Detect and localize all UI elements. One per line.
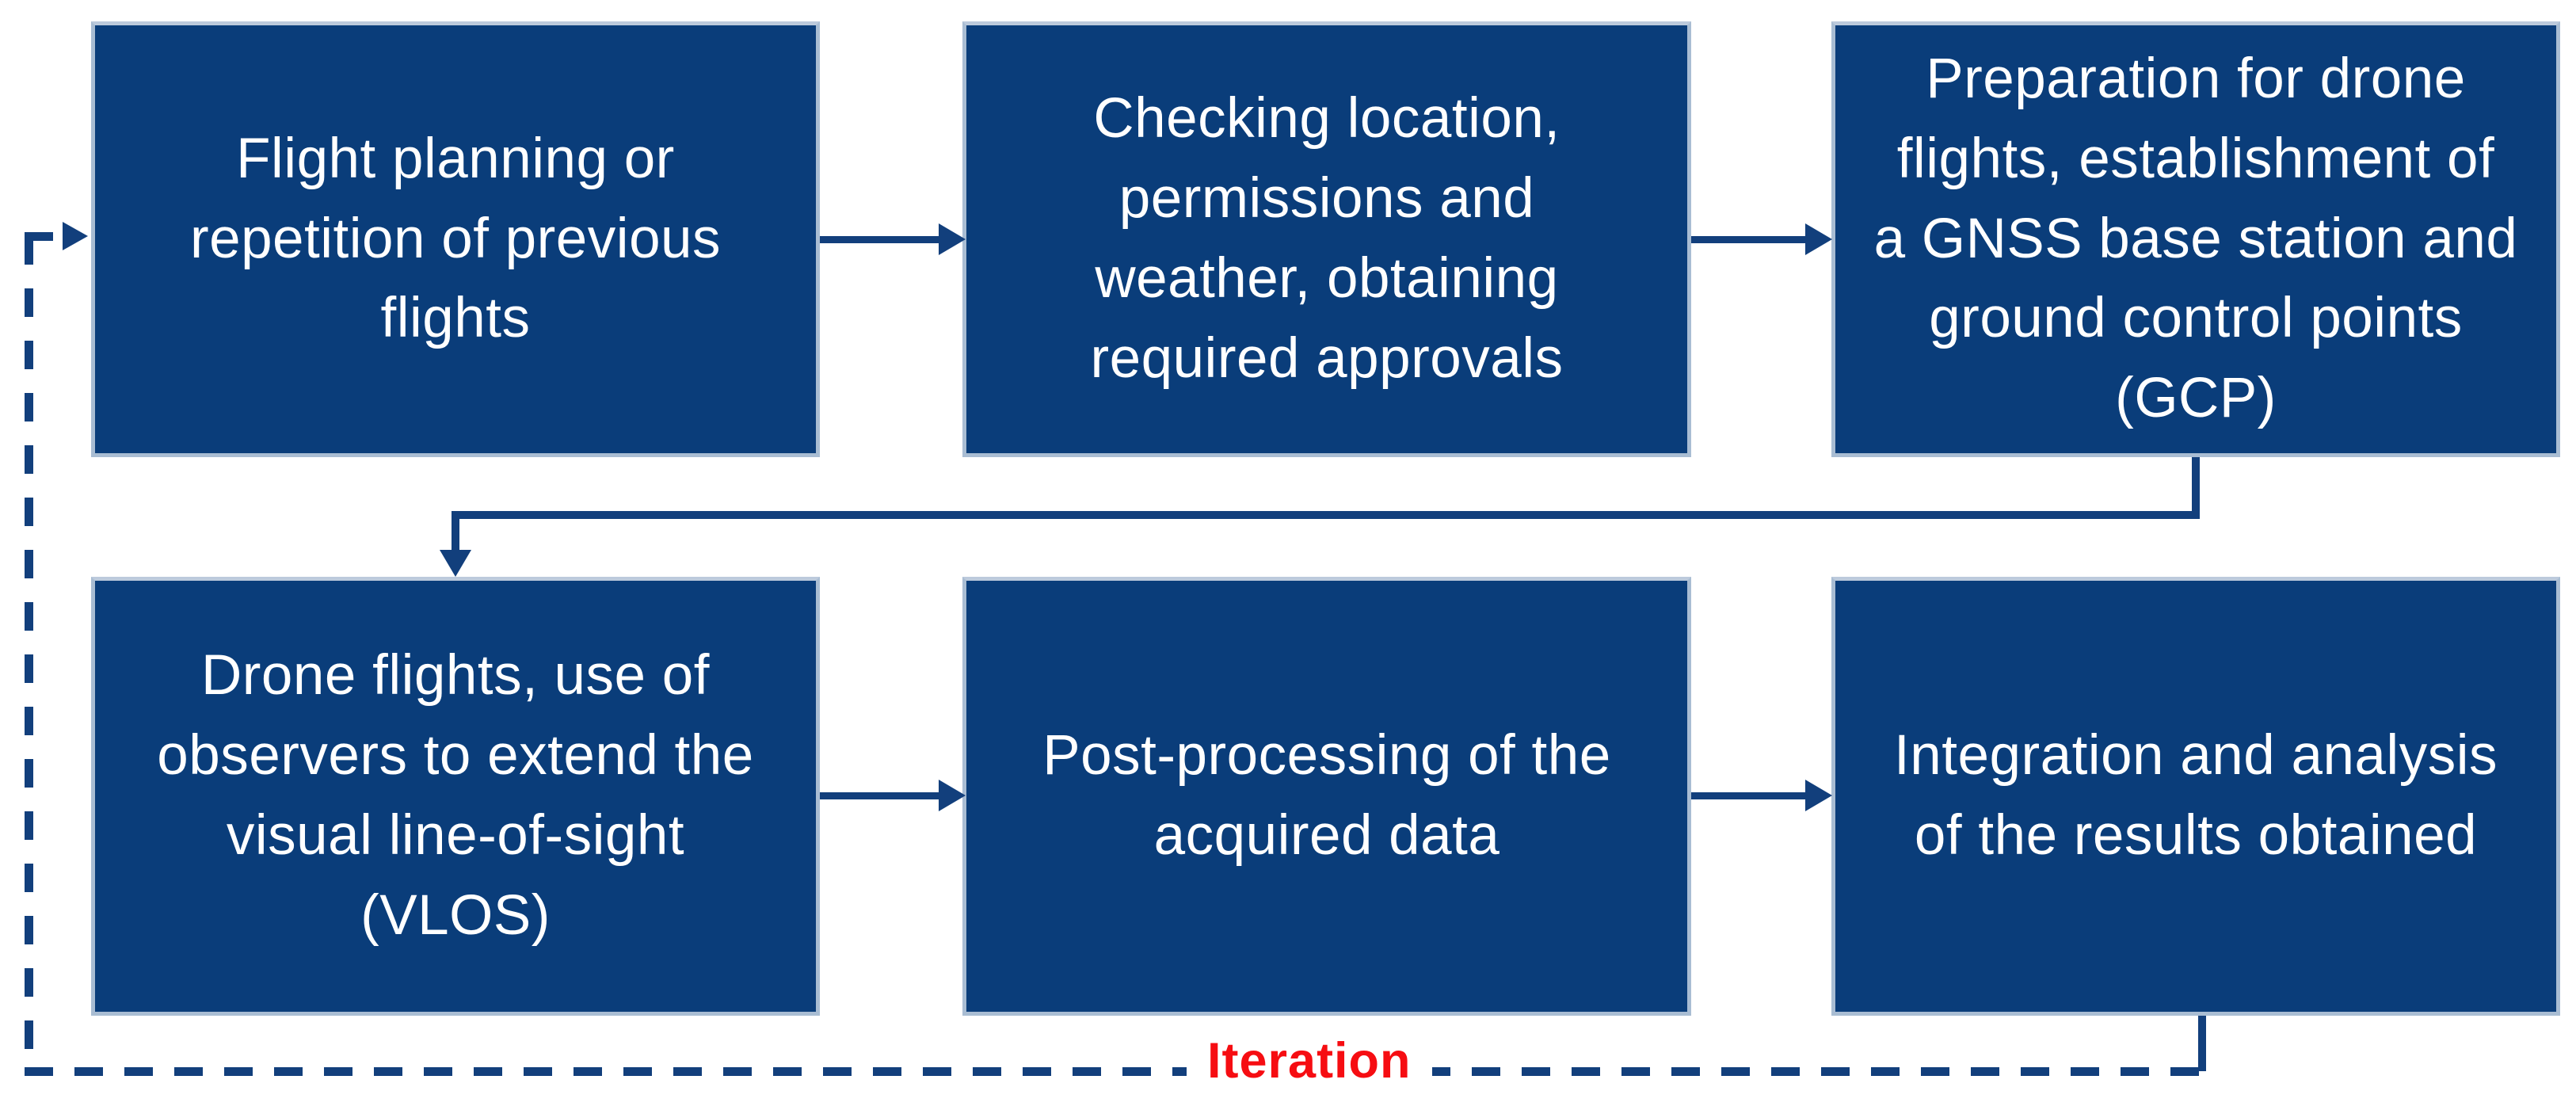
process-box-post-processing: Post-processing of the acquired data (962, 577, 1691, 1016)
process-box-drone-flights: Drone flights, use of observers to exten… (91, 577, 820, 1016)
arrowhead-right-icon (1805, 223, 1832, 255)
iteration-loop-stub-from-integration (2198, 1016, 2206, 1071)
process-box-label: Drone flights, use of observers to exten… (157, 644, 754, 947)
process-box-label: Flight planning or repetition of previou… (189, 127, 722, 350)
elbow-connector-drop-segment (452, 515, 459, 553)
process-box-label: Post-processing of the acquired data (1042, 724, 1611, 867)
iteration-loop-top-dashed-stub (25, 232, 69, 241)
arrowhead-right-icon (939, 780, 966, 811)
process-box-checking-location: Checking location, permissions and weath… (962, 21, 1691, 457)
arrow-checking-to-preparation (1691, 236, 1807, 243)
process-box-label: Integration and analysis of the results … (1894, 724, 2498, 867)
process-box-label: Checking location, permissions and weath… (1090, 87, 1564, 390)
arrow-drone-flights-to-post-processing (820, 792, 940, 799)
arrow-flight-planning-to-checking (820, 236, 940, 243)
iteration-label: Iteration (1187, 1032, 1432, 1096)
process-box-flight-planning: Flight planning or repetition of previou… (91, 21, 820, 457)
arrowhead-right-icon (1805, 780, 1832, 811)
process-box-label: Preparation for drone flights, establish… (1873, 47, 2518, 430)
arrow-post-processing-to-integration (1691, 792, 1807, 799)
process-box-integration: Integration and analysis of the results … (1831, 577, 2560, 1016)
arrowhead-right-icon (939, 223, 966, 255)
process-box-preparation: Preparation for drone flights, establish… (1831, 21, 2560, 457)
arrowhead-down-icon (440, 550, 471, 577)
iteration-loop-left-dashed-line (25, 236, 33, 1076)
iteration-loop-bottom-dashed-line (25, 1067, 2204, 1076)
elbow-connector-down-segment (2192, 457, 2200, 515)
elbow-connector-horizontal-segment (452, 511, 2200, 519)
arrowhead-right-icon (63, 222, 88, 250)
